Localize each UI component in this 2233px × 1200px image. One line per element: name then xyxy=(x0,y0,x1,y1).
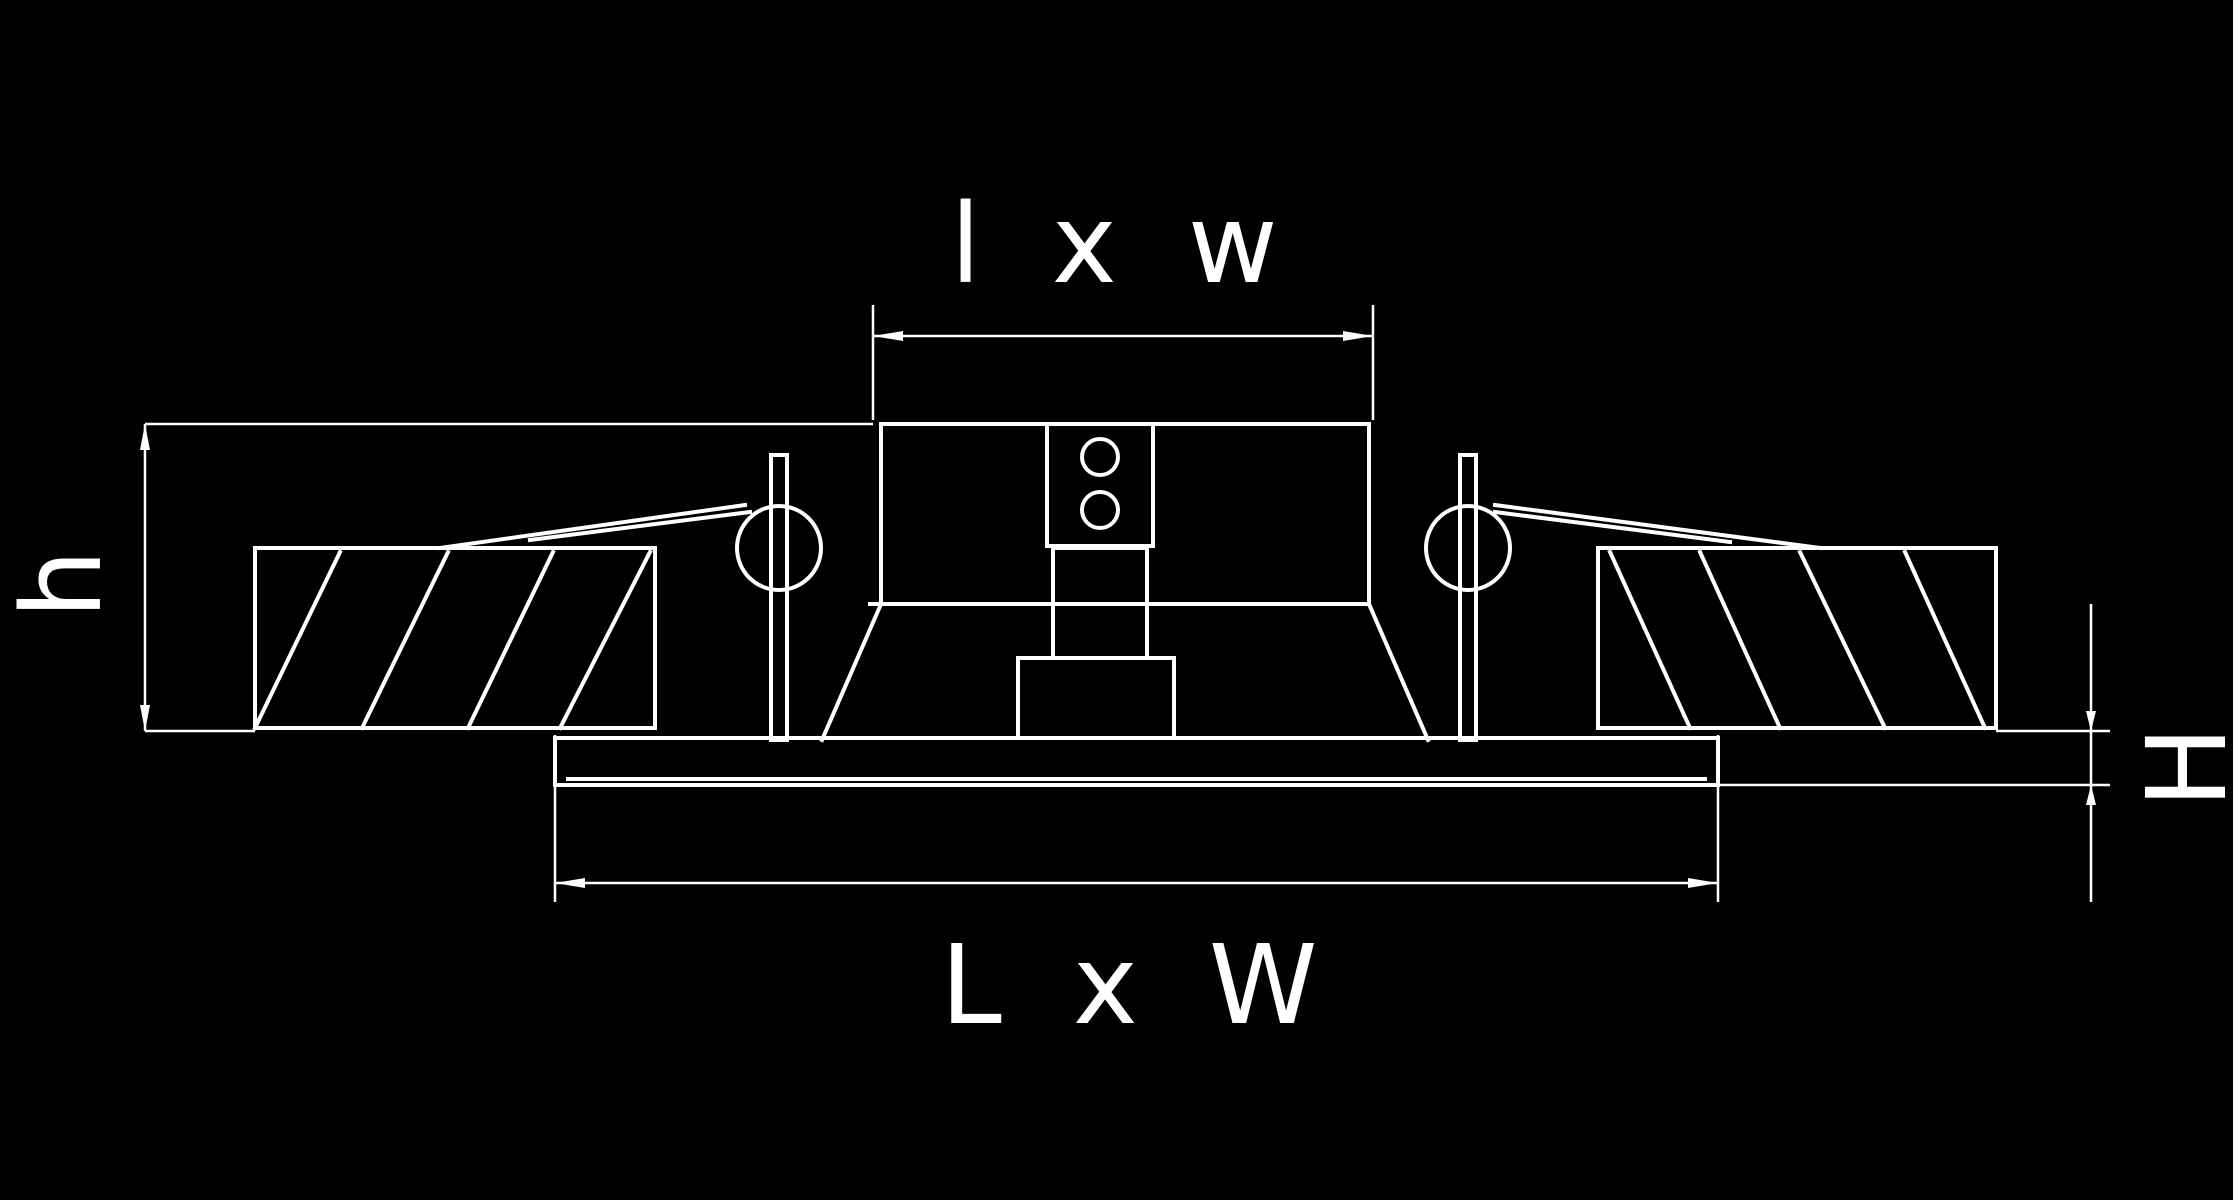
bottom-dimension-line xyxy=(553,735,1720,902)
top-dimension-line xyxy=(871,305,1375,420)
bottom-dimension-label: L x W xyxy=(940,921,1335,1049)
left-spring-clip xyxy=(437,453,823,742)
left-ceiling-block xyxy=(252,546,657,731)
right-spring-clip xyxy=(1424,453,1823,742)
right-ceiling-block xyxy=(1596,546,1998,731)
lamp-housing xyxy=(819,422,1431,743)
top-dimension-label: l x w xyxy=(950,180,1296,308)
right-height-dimension-line xyxy=(1718,604,2110,902)
trim-plate xyxy=(553,736,1720,787)
right-height-label: H xyxy=(2123,708,2233,809)
left-height-dimension-line xyxy=(140,422,873,733)
left-height-label: h xyxy=(0,531,126,619)
